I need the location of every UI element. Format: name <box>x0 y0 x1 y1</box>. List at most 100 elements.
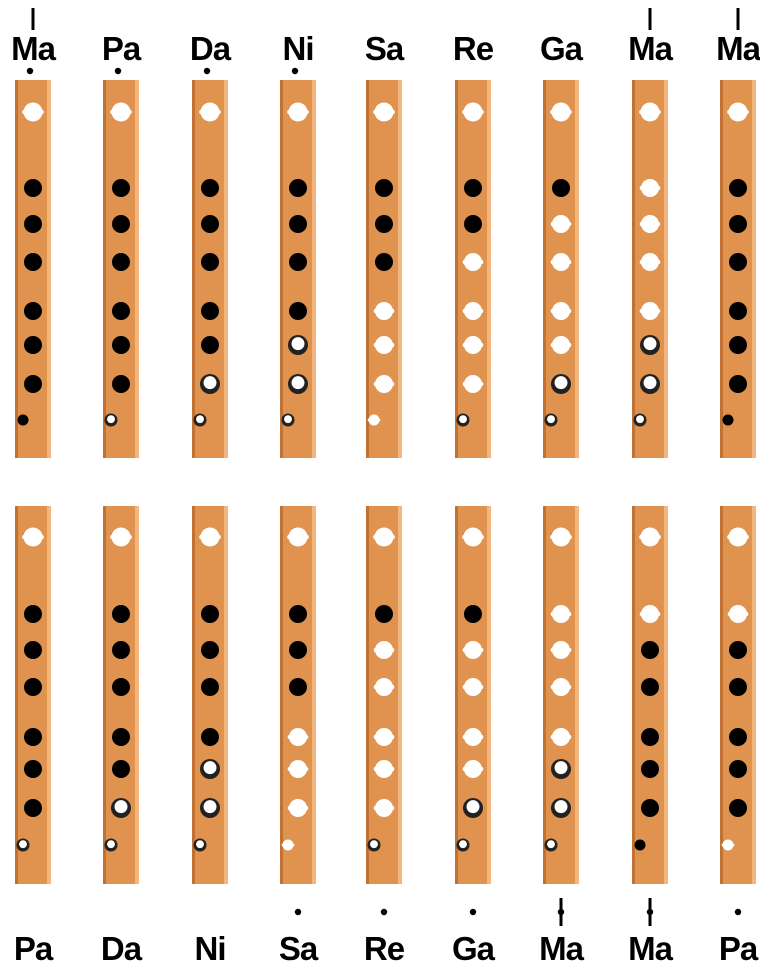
open-hole-fringe <box>479 735 484 740</box>
closed-hole-mark <box>635 840 646 851</box>
closed-hole-mark <box>201 336 219 354</box>
open-hole-fringe <box>374 767 379 772</box>
half-hole-mark <box>204 800 217 813</box>
flute-edge <box>103 506 106 884</box>
open-hole-fringe <box>567 309 572 314</box>
half-hole-mark <box>107 840 115 848</box>
open-hole-fringe <box>463 382 468 387</box>
open-hole-fringe <box>22 535 27 540</box>
open-hole-fringe <box>390 343 395 348</box>
open-hole-fringe <box>199 110 204 115</box>
closed-hole-mark <box>24 302 42 320</box>
open-hole-fringe <box>462 110 467 115</box>
flute-chart-ma: Ma <box>628 8 673 458</box>
open-hole-fringe <box>462 535 467 540</box>
open-hole-fringe <box>640 612 645 617</box>
flute-edge <box>366 506 369 884</box>
half-hole-mark <box>370 840 378 848</box>
half-hole-mark <box>555 800 568 813</box>
flute-edge <box>455 80 458 458</box>
closed-hole-mark <box>289 302 307 320</box>
closed-hole-mark <box>112 605 130 623</box>
open-hole-fringe <box>640 309 645 314</box>
flute-chart-re: Re <box>453 30 494 458</box>
open-hole-fringe <box>374 343 379 348</box>
closed-hole-mark <box>729 760 747 778</box>
closed-hole-mark <box>24 678 42 696</box>
open-hole-fringe <box>479 260 484 265</box>
note-label: Pa <box>719 930 759 967</box>
open-hole-fringe <box>288 806 293 811</box>
closed-hole-mark <box>112 253 130 271</box>
open-hole-fringe <box>39 110 44 115</box>
open-hole-fringe <box>216 110 221 115</box>
open-hole-fringe <box>727 110 732 115</box>
half-hole-mark <box>555 761 568 774</box>
closed-hole-mark <box>641 728 659 746</box>
closed-hole-mark <box>201 302 219 320</box>
open-hole-fringe <box>304 535 309 540</box>
half-hole-mark <box>644 376 657 389</box>
note-label: Re <box>364 930 405 967</box>
open-hole-fringe <box>390 806 395 811</box>
closed-hole-mark <box>201 215 219 233</box>
note-label: Da <box>190 30 232 67</box>
open-hole-fringe <box>463 309 468 314</box>
octave-dot-upper <box>295 909 301 915</box>
flute-edge <box>752 80 756 458</box>
closed-hole-mark <box>375 215 393 233</box>
closed-hole-mark <box>729 799 747 817</box>
open-hole-fringe <box>551 685 556 690</box>
closed-hole-mark <box>24 605 42 623</box>
closed-hole-mark <box>201 728 219 746</box>
flute-edge <box>575 80 579 458</box>
flute-edge <box>312 506 316 884</box>
open-hole-fringe <box>39 535 44 540</box>
open-hole-fringe <box>639 535 644 540</box>
open-hole-fringe <box>127 110 132 115</box>
closed-hole-mark <box>729 641 747 659</box>
open-hole-fringe <box>728 612 733 617</box>
open-hole-fringe <box>656 186 661 191</box>
closed-hole-mark <box>24 336 42 354</box>
open-hole-fringe <box>551 735 556 740</box>
open-hole-fringe <box>110 110 115 115</box>
flute-edge <box>632 80 635 458</box>
half-hole-mark <box>196 415 204 423</box>
open-hole-fringe <box>727 535 732 540</box>
open-hole-fringe <box>744 612 749 617</box>
open-hole-fringe <box>640 222 645 227</box>
open-hole-fringe <box>304 806 309 811</box>
closed-hole-mark <box>723 415 734 426</box>
open-hole-fringe <box>479 110 484 115</box>
half-hole-mark <box>204 761 217 774</box>
open-hole-fringe <box>479 309 484 314</box>
open-hole-fringe <box>463 735 468 740</box>
closed-hole-mark <box>24 253 42 271</box>
note-label: Re <box>453 30 494 67</box>
closed-hole-mark <box>289 605 307 623</box>
note-label: Pa <box>14 930 54 967</box>
closed-hole-mark <box>289 179 307 197</box>
open-hole-fringe <box>287 110 292 115</box>
open-hole-fringe <box>216 535 221 540</box>
open-hole-fringe <box>390 309 395 314</box>
flute-edge <box>752 506 756 884</box>
closed-hole-mark <box>729 179 747 197</box>
open-hole-fringe <box>656 260 661 265</box>
open-hole-fringe <box>567 260 572 265</box>
open-hole-fringe <box>373 110 378 115</box>
open-hole-fringe <box>567 343 572 348</box>
note-label: Sa <box>279 930 319 967</box>
closed-hole-mark <box>375 253 393 271</box>
note-label: Ma <box>628 30 673 67</box>
open-hole-fringe <box>639 110 644 115</box>
flute-edge <box>15 80 18 458</box>
closed-hole-mark <box>289 678 307 696</box>
flute-edge <box>575 506 579 884</box>
half-hole-mark <box>107 415 115 423</box>
tivra-mark <box>32 8 35 30</box>
open-hole-fringe <box>390 535 395 540</box>
